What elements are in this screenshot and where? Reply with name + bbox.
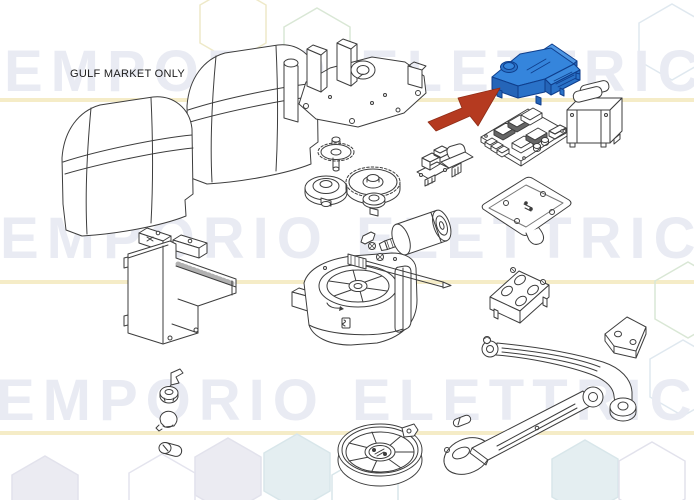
curved-arm [481,336,637,422]
control-board-cover [491,43,581,106]
triangle-bracket [604,316,647,359]
gearbox-housing [291,252,418,346]
pointer-arrow [427,87,501,132]
gulf-market-label: GULF MARKET ONLY [70,68,186,80]
release-cap [155,410,178,432]
watermark-text: EMPORIO [0,372,326,430]
base-dish [337,423,423,487]
main-gear [345,166,401,217]
watermark-text: ELETTRICO [352,368,694,433]
chassis-rack-assembly [123,227,237,345]
pinion-gear [317,136,355,172]
motor-mount-bracket [283,38,427,128]
release-lever [159,368,184,404]
microswitch [440,143,474,178]
transformer [566,80,623,148]
circuit-board [480,107,568,167]
watermark-underline [0,431,694,435]
base-plate [481,176,572,245]
mounting-spacer-block [489,267,550,324]
release-pin [452,414,472,428]
electric-motor [378,209,452,256]
limit-switch-bracket [416,145,450,187]
pulley-wheel [304,175,348,207]
lock-cylinder [158,442,183,457]
worm-screw-assembly [347,231,452,289]
front-cover-gulf [61,96,194,237]
straight-arm [443,386,604,475]
